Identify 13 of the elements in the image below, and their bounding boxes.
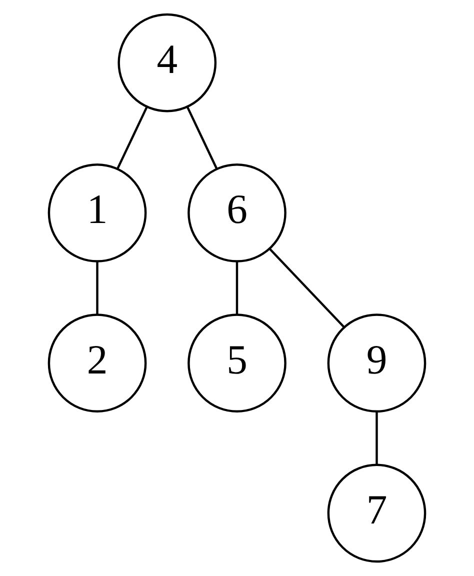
connector: [376, 412, 378, 465]
connector: [116, 106, 148, 170]
node-circle: 5: [188, 314, 286, 412]
connector: [236, 261, 238, 315]
node-circle: 4: [118, 13, 217, 112]
node-circle: 9: [327, 314, 426, 412]
node-circle: 2: [48, 314, 147, 412]
node-circle: 6: [188, 164, 286, 262]
node-circle: 7: [327, 464, 426, 563]
connector: [186, 106, 218, 170]
connector: [96, 261, 98, 315]
connector: [268, 248, 345, 328]
node-circle: 1: [48, 164, 147, 262]
